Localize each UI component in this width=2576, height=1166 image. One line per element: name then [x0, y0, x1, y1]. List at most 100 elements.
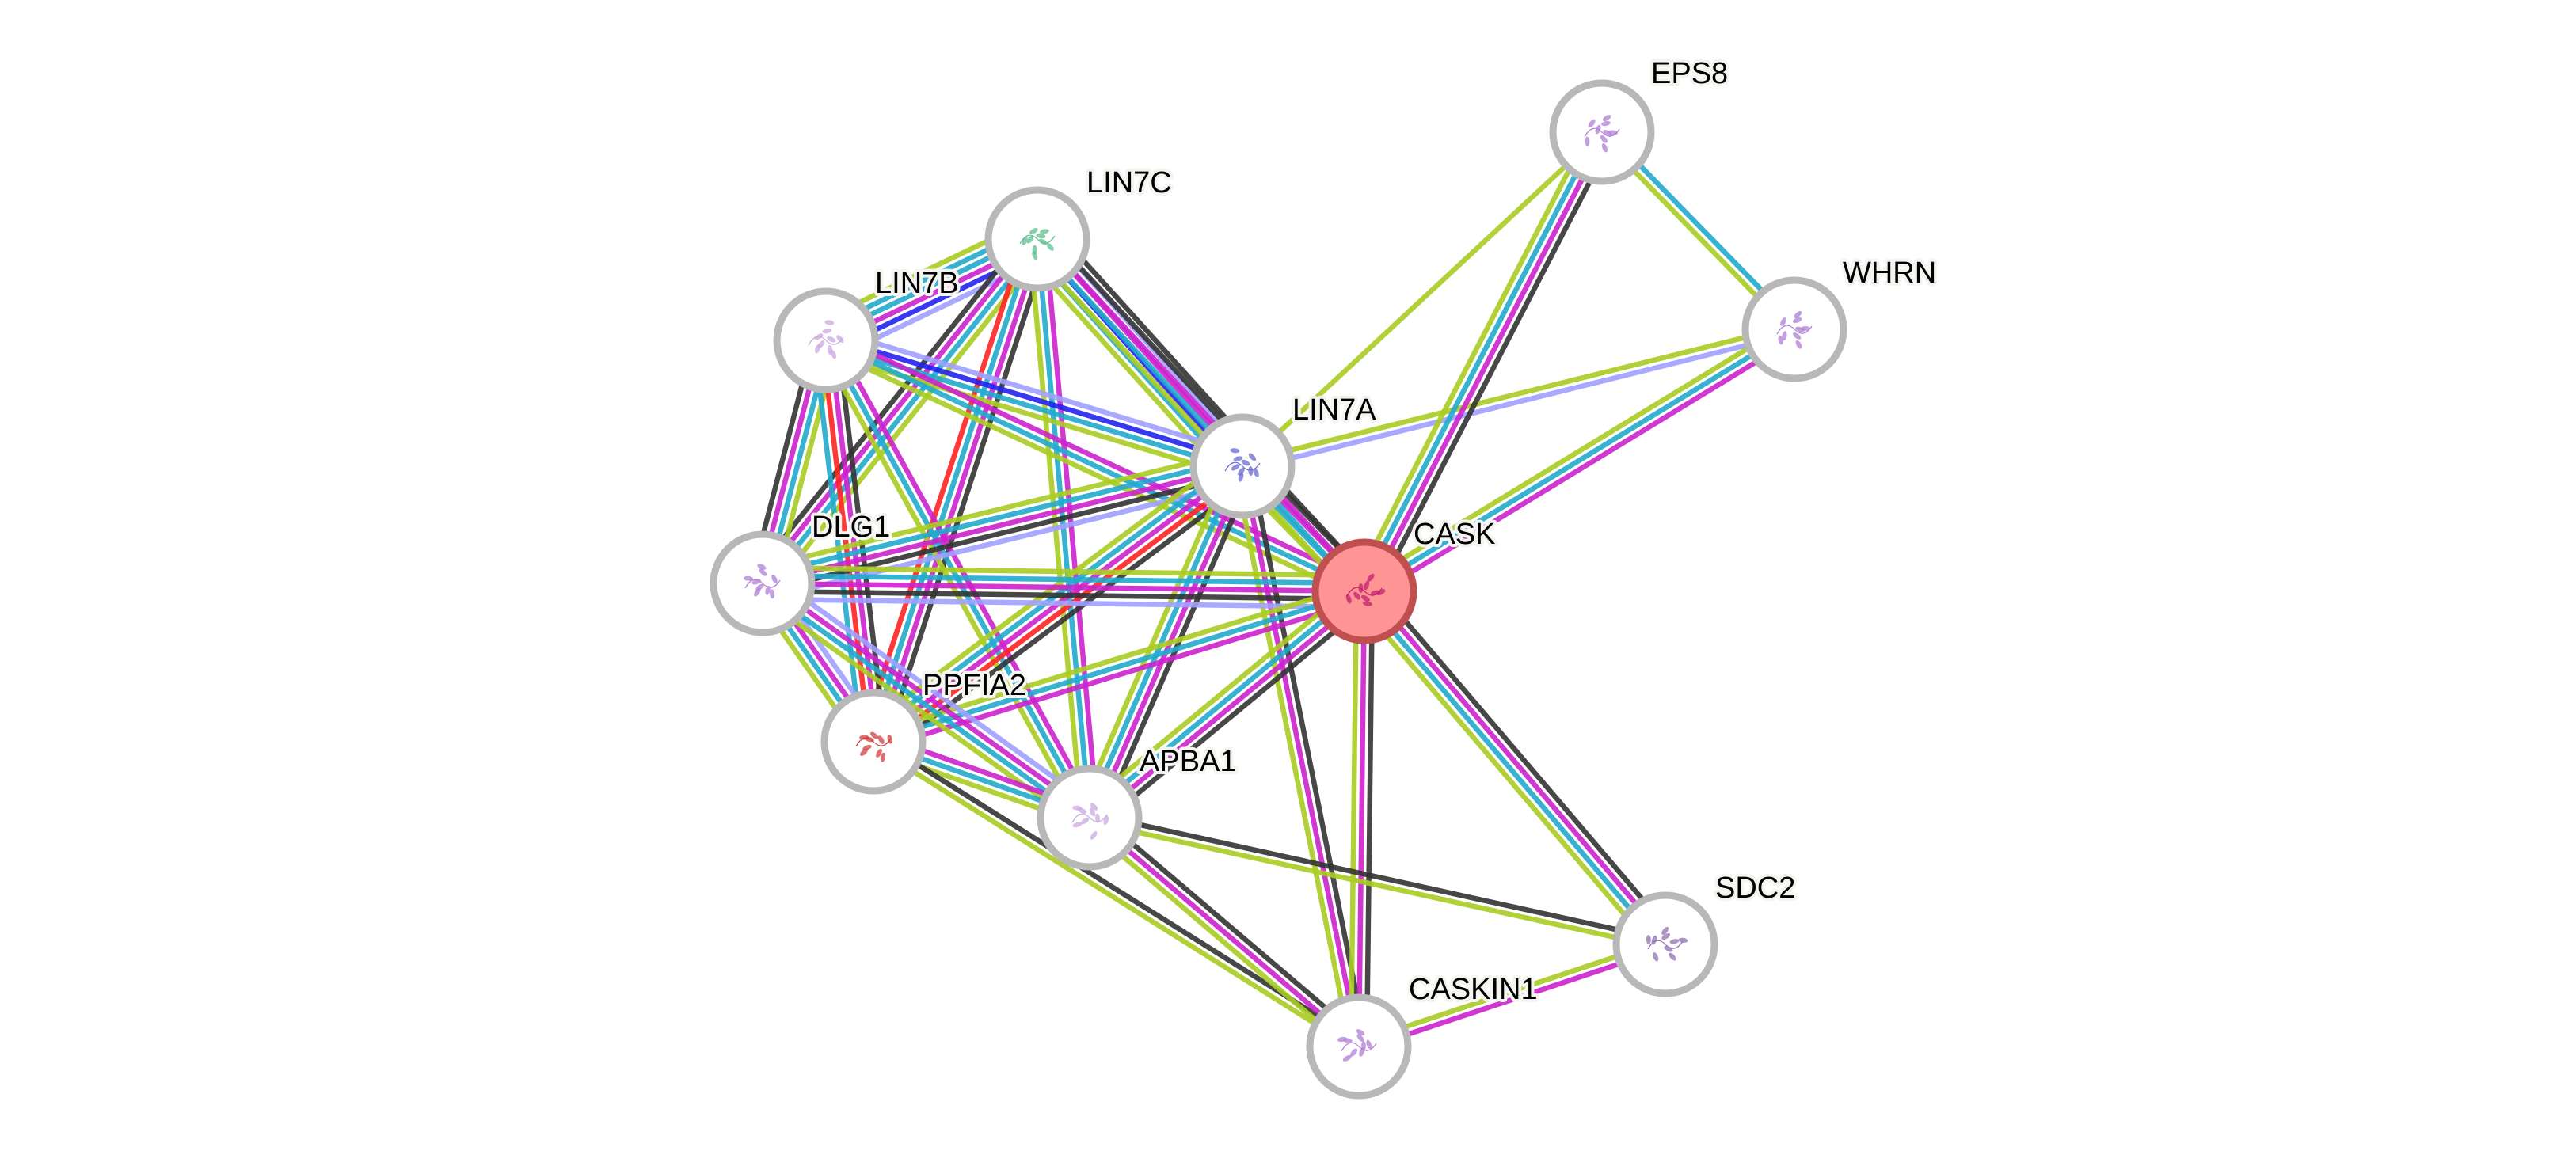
node-label-apba1: APBA1 [1140, 745, 1237, 778]
edge-lin7b-cask[interactable] [821, 330, 1369, 602]
edge-apba1-sdc2[interactable] [1088, 811, 1667, 951]
edge-cask-eps8[interactable] [1351, 125, 1615, 598]
evidence-line-cyan [1085, 586, 1364, 817]
edges-layer [748, 125, 1800, 1055]
evidence-line-cyan [867, 237, 1037, 742]
evidence-line-lime [1241, 322, 1794, 465]
evidence-line-magenta [763, 578, 1094, 817]
edge-lin7c-ppfia2[interactable] [859, 234, 1052, 746]
evidence-line-dark [763, 471, 1246, 594]
evidence-line-lightpurple [767, 572, 1098, 811]
node-eps8[interactable] [1549, 79, 1655, 185]
evidence-line-red [819, 340, 873, 743]
evidence-line-blue [826, 334, 1245, 465]
evidence-line-magenta [1359, 945, 1668, 1053]
node-apba1[interactable] [1037, 765, 1143, 871]
edge-lin7a-eps8[interactable] [1240, 130, 1604, 469]
evidence-line-lime [1351, 125, 1594, 587]
node-ppfia2[interactable] [820, 689, 927, 795]
evidence-line-lime [1232, 467, 1354, 1049]
edge-lin7c-dlg1[interactable] [751, 230, 1049, 593]
node-label-whrn: WHRN [1843, 256, 1936, 290]
protein-structure-icon [1071, 803, 1109, 840]
node-label-eps8: EPS8 [1651, 57, 1728, 90]
node-cask[interactable] [1311, 538, 1417, 644]
nodes-layer [710, 79, 1847, 1100]
protein-structure-icon [855, 731, 892, 762]
node-lin7a[interactable] [1189, 413, 1296, 519]
protein-structure-icon [1337, 1029, 1377, 1062]
node-lin7b[interactable] [773, 287, 879, 393]
edge-cask-whrn[interactable] [1359, 320, 1800, 601]
evidence-line-cyan [759, 456, 1242, 579]
protein-structure-icon [808, 320, 844, 359]
protein-structure-icon [1345, 573, 1386, 606]
node-label-caskin1: CASKIN1 [1409, 973, 1538, 1006]
evidence-line-lime [870, 581, 1364, 737]
protein-structure-icon [1646, 926, 1688, 962]
evidence-line-dark [1364, 591, 1376, 1047]
protein-structure-icon [1584, 114, 1620, 153]
edge-cask-dlg1[interactable] [762, 564, 1365, 610]
evidence-line-cyan [1083, 463, 1242, 818]
evidence-line-cyan [1359, 592, 1665, 949]
evidence-line-lime [1080, 579, 1359, 811]
node-label-lin7b: LIN7B [875, 267, 959, 300]
evidence-line-dark [1372, 136, 1615, 598]
evidence-line-cyan [763, 572, 1365, 587]
labels-layer: EPS8WHRNLIN7CLIN7BLIN7ACASKDLG1PPFIA2APB… [809, 54, 1939, 1009]
evidence-line-lime [869, 743, 1359, 1052]
evidence-line-lime [1348, 591, 1360, 1046]
evidence-line-lime [1240, 130, 1604, 469]
evidence-line-magenta [874, 239, 1044, 744]
evidence-line-magenta [1239, 465, 1362, 1047]
node-sdc2[interactable] [1612, 891, 1718, 997]
evidence-line-cyan [1363, 327, 1796, 594]
evidence-line-magenta [830, 335, 1099, 815]
node-label-sdc2: SDC2 [1715, 872, 1795, 905]
evidence-line-magenta [1356, 591, 1368, 1047]
node-label-cask: CASK [1414, 518, 1495, 551]
evidence-line-lime [1076, 460, 1235, 815]
node-lin7c[interactable] [984, 186, 1090, 292]
edge-caskin1-sdc2[interactable] [1356, 938, 1668, 1053]
evidence-line-red [877, 470, 1249, 750]
evidence-line-cyan [1358, 129, 1601, 591]
protein-structure-icon [1776, 310, 1813, 349]
evidence-line-dark [762, 588, 1364, 602]
evidence-line-magenta [1087, 815, 1361, 1049]
evidence-line-dark [1050, 224, 1259, 455]
evidence-line-lime [1083, 822, 1356, 1055]
node-label-lin7a: LIN7A [1292, 393, 1376, 427]
evidence-line-dark [882, 241, 1052, 746]
evidence-line-lime [770, 245, 1049, 593]
node-whrn[interactable] [1741, 276, 1847, 382]
evidence-line-dark [1093, 809, 1366, 1043]
evidence-line-magenta [1042, 237, 1101, 818]
evidence-line-lime [1356, 938, 1665, 1046]
node-label-ppfia2: PPFIA2 [923, 669, 1026, 702]
edge-apba1-caskin1[interactable] [1083, 809, 1366, 1055]
evidence-line-dark [1247, 464, 1369, 1046]
evidence-line-cyan [824, 338, 1366, 594]
edge-dlg1-apba1[interactable] [754, 572, 1098, 830]
edge-lin7a-caskin1[interactable] [1232, 464, 1369, 1049]
protein-structure-icon [744, 564, 781, 599]
evidence-line-lime [816, 343, 1086, 823]
protein-structure-icon [1019, 228, 1056, 260]
evidence-line-magenta [1090, 592, 1369, 823]
protein-structure-icon [1224, 448, 1261, 482]
evidence-line-cyan [811, 341, 865, 744]
node-dlg1[interactable] [710, 530, 816, 636]
edge-cask-caskin1[interactable] [1348, 591, 1376, 1047]
evidence-line-lightpurple [1242, 330, 1796, 473]
node-caskin1[interactable] [1306, 993, 1412, 1100]
edge-cask-apba1[interactable] [1080, 579, 1374, 830]
edge-cask-sdc2[interactable] [1353, 582, 1676, 954]
evidence-line-dark [751, 230, 1030, 578]
evidence-line-lime [821, 345, 1363, 602]
edge-lin7a-whrn[interactable] [1241, 322, 1796, 473]
evidence-line-lime [1088, 818, 1665, 951]
evidence-line-lime [758, 448, 1240, 571]
